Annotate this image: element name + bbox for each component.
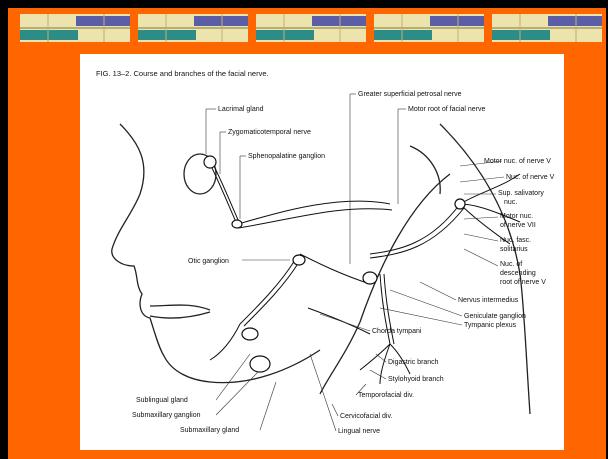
label-nuc-desc-1: Nuc. of [500, 261, 522, 268]
label-sublingual: Sublingual gland [136, 397, 188, 404]
label-digastric: Digastric branch [388, 359, 439, 366]
label-sup-salivatory-1: Sup. salivatory [498, 190, 544, 197]
banner-tile-4 [374, 14, 484, 42]
label-nuc-fasc-2: solitarius [500, 246, 528, 253]
label-stylohyoid: Stylohyoid branch [388, 376, 444, 383]
banner-tile-3 [256, 14, 366, 42]
label-geniculate: Geniculate ganglion [464, 313, 526, 320]
facial-nerve-diagram: FIG. 13–2. Course and branches of the fa… [80, 54, 564, 450]
banner-tile-2 [138, 14, 248, 42]
label-sup-salivatory-2: nuc. [504, 199, 517, 206]
label-cervicofacial: Cervicofacial div. [340, 413, 392, 420]
banner-tile-5 [492, 14, 602, 42]
label-intermedius: Nervus intermedius [458, 297, 519, 304]
label-motor-nuc-v: Motor nuc. of nerve V [484, 158, 551, 165]
label-motor-nuc-vii-2: of nerve VII [500, 222, 536, 229]
label-tympanic: Tympanic plexus [464, 322, 517, 329]
label-otic: Otic ganglion [188, 258, 229, 265]
label-nuc-fasc-1: Nuc. fasc. [500, 237, 531, 244]
figure-caption: FIG. 13–2. Course and branches of the fa… [96, 69, 269, 78]
figure-card: FIG. 13–2. Course and branches of the fa… [80, 54, 564, 450]
label-lingual: Lingual nerve [338, 428, 380, 435]
label-nuc-desc-3: root of nerve V [500, 279, 546, 286]
label-zygomaticotemporal: Zygomaticotemporal nerve [228, 129, 311, 136]
label-greater-superficial-petrosal: Greater superficial petrosal nerve [358, 91, 462, 98]
label-temporofacial: Temporofacial div. [358, 392, 414, 399]
label-lacrimal-gland: Lacrimal gland [218, 106, 264, 113]
label-submax-gland: Submaxillary gland [180, 427, 239, 434]
head-outline [112, 124, 530, 414]
ganglia [204, 156, 465, 372]
label-nuc-desc-2: descending [500, 270, 536, 277]
label-chorda: Chorda tympani [372, 328, 422, 335]
label-sphenopalatine: Sphenopalatine ganglion [248, 153, 325, 160]
banner-tile-1 [20, 14, 130, 42]
label-nuc-v: Nuc. of nerve V [506, 174, 555, 181]
label-motor-nuc-vii-1: Motor nuc. [500, 213, 533, 220]
slide-background: FIG. 13–2. Course and branches of the fa… [8, 8, 606, 459]
label-submax-ganglion: Submaxillary ganglion [132, 412, 201, 419]
label-motor-root: Motor root of facial nerve [408, 106, 486, 113]
